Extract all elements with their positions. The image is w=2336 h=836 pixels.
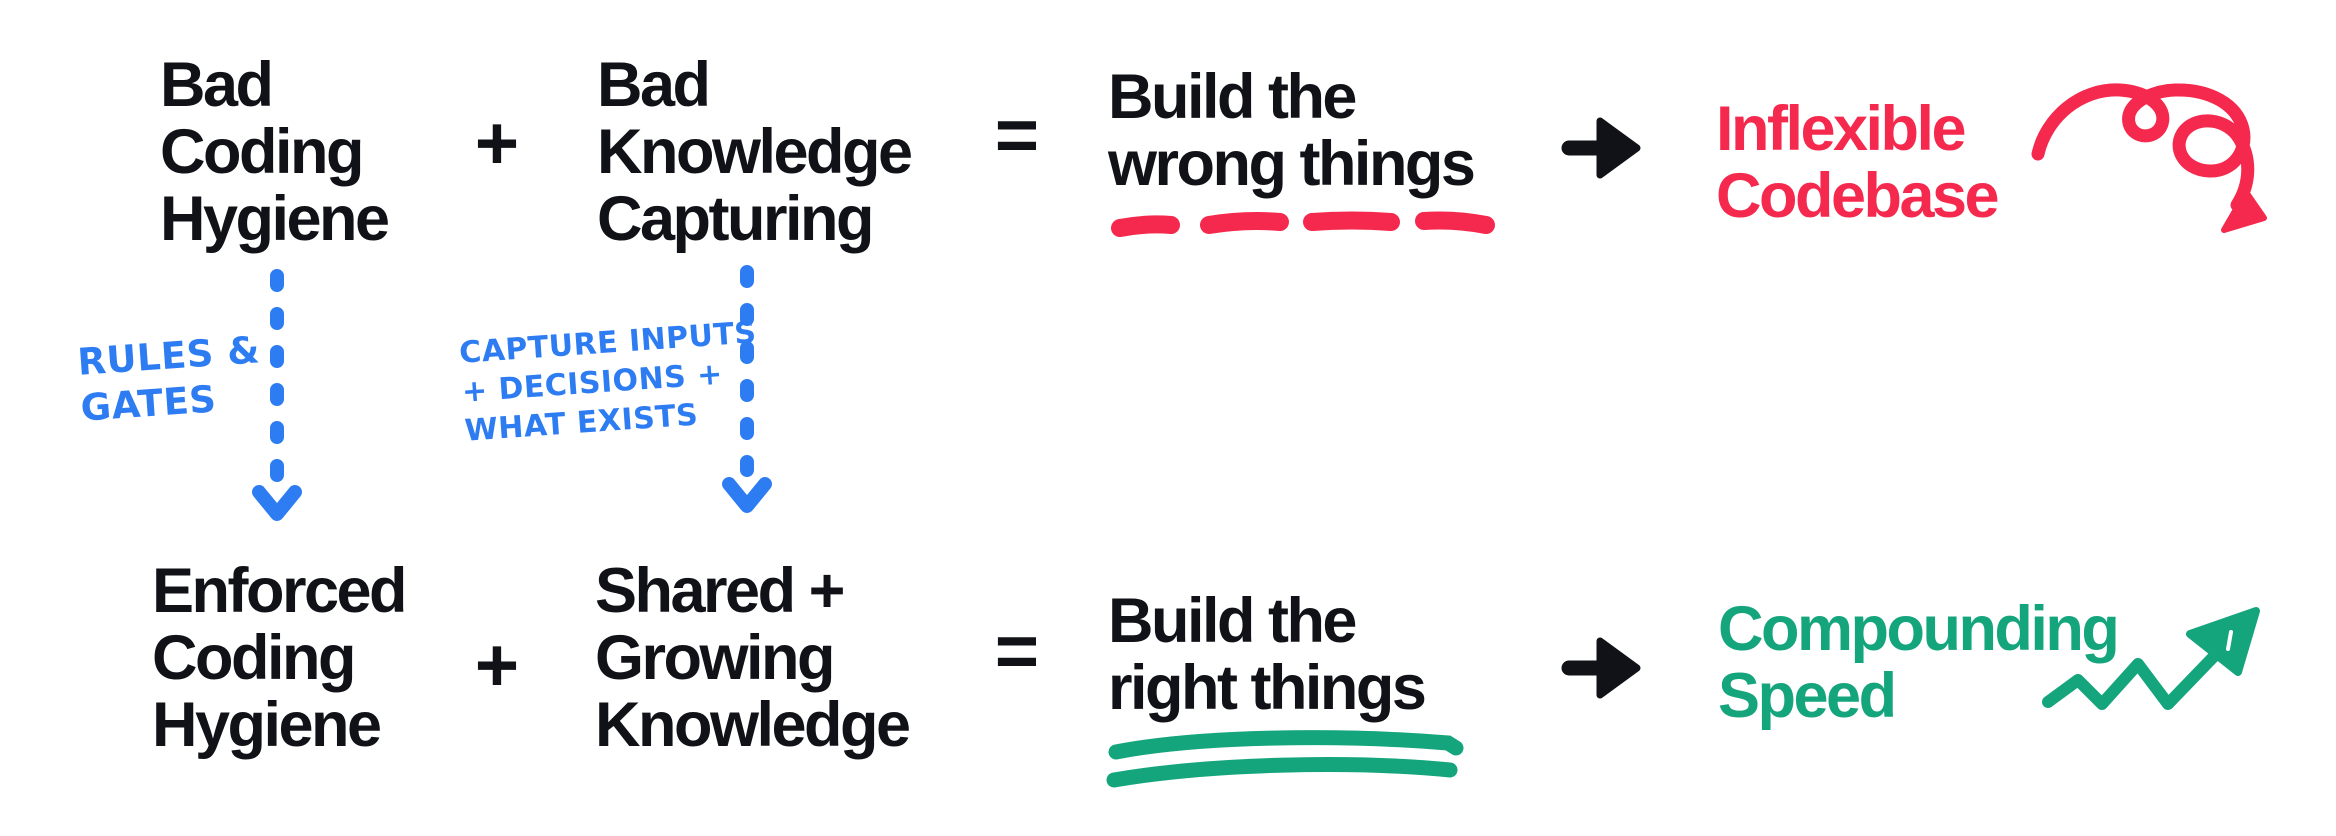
label-rules-gates: RULES & GATES — [76, 328, 262, 430]
squiggle-loop-arrow-icon — [2031, 83, 2267, 233]
result-build-right-things: Build the right things — [1108, 586, 1427, 723]
zigzag-up-arrow-icon — [2042, 607, 2260, 710]
term-enforced-coding-hygiene: Enforced Coding Hygiene — [152, 556, 408, 760]
equals-operator-bottom: = — [994, 609, 1040, 694]
outcome-compounding-speed: Compounding Speed — [1718, 594, 2120, 731]
term-bad-knowledge-capturing: Bad Knowledge Capturing — [597, 50, 913, 254]
right-arrow-icon — [1561, 117, 1641, 179]
green-double-underline-icon — [1106, 730, 1464, 788]
term-bad-coding-hygiene: Bad Coding Hygiene — [160, 50, 390, 254]
plus-operator-bottom: + — [474, 623, 520, 708]
right-arrow-icon — [1561, 637, 1641, 699]
dashed-down-arrow-left-icon — [252, 269, 302, 521]
red-dashed-underline-icon — [1111, 211, 1495, 237]
equals-operator-top: = — [994, 93, 1040, 178]
label-capture-inputs-decisions: CAPTURE INPUTS + DECISIONS + WHAT EXISTS — [458, 315, 758, 449]
term-shared-growing-knowledge: Shared + Growing Knowledge — [595, 556, 911, 760]
dashed-down-arrow-right-icon — [722, 265, 772, 513]
plus-operator-top: + — [474, 101, 520, 186]
result-build-wrong-things: Build the wrong things — [1108, 62, 1476, 199]
outcome-inflexible-codebase: Inflexible Codebase — [1716, 94, 2000, 231]
